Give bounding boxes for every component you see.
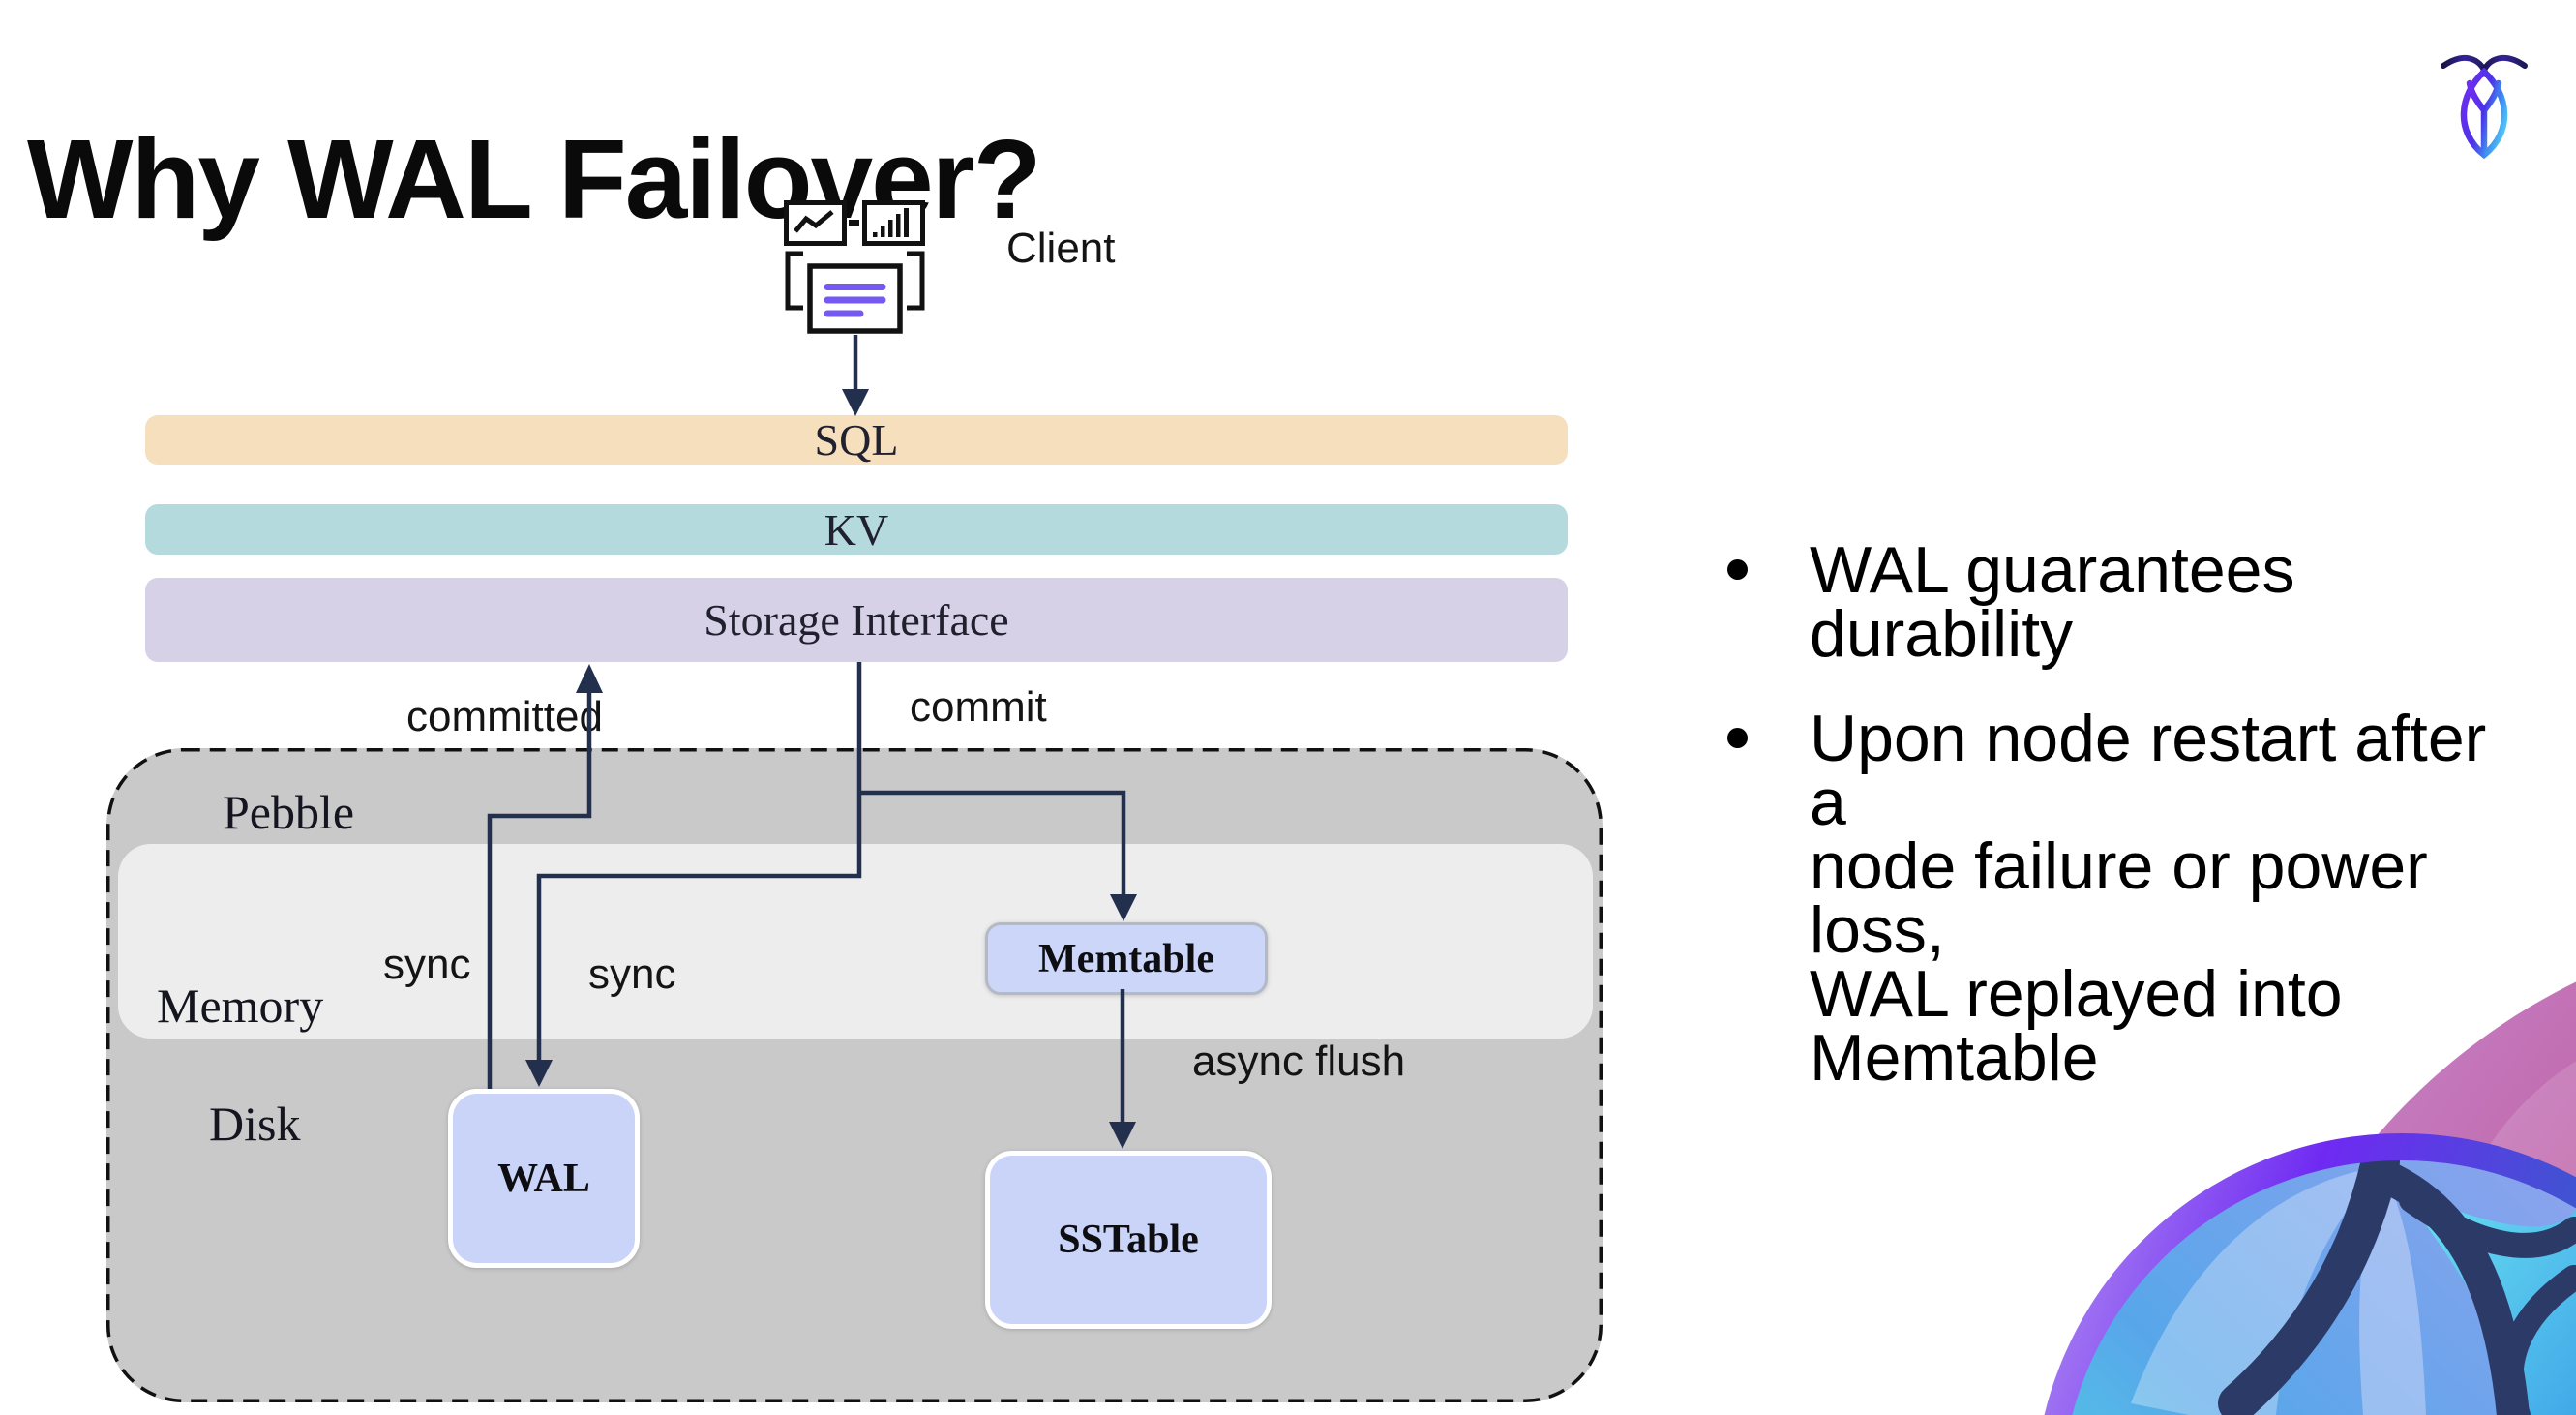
pebble-label: Pebble [223,785,355,839]
memory-label: Memory [157,978,324,1033]
layer-kv: KV [145,504,1568,555]
edge-label-commit: commit [910,683,1047,731]
decorative-brand-graphic [2044,981,2576,1415]
edge-label-sync-right: sync [588,950,676,998]
layer-storage-label: Storage Interface [704,595,1009,645]
arrowhead-up-storage [576,664,603,693]
list-item: WAL guarantees durability [1684,533,2535,671]
wal-node: WAL [448,1089,640,1268]
memtable-label: Memtable [1038,936,1214,981]
memtable-node: Memtable [985,922,1268,995]
layer-sql: SQL [145,415,1568,465]
bullet-dot [1727,728,1748,748]
bullet-text: Upon node restart after a node failure o… [1810,702,2487,1095]
cockroachdb-logo-icon [2441,54,2528,159]
list-item: Upon node restart after a node failure o… [1684,702,2535,1095]
memory-region [118,844,1593,1039]
edge-label-async-flush: async flush [1192,1038,1406,1085]
edge-label-committed: committed [406,693,603,740]
bullet-text: WAL guarantees durability [1810,533,2295,671]
bullet-list: WAL guarantees durability Upon node rest… [1684,533,2535,1130]
layer-storage-interface: Storage Interface [145,578,1568,662]
bullet-dot [1727,559,1748,580]
edge-label-sync-left: sync [383,941,471,988]
wal-label: WAL [497,1156,590,1201]
disk-label: Disk [209,1097,301,1151]
client-label: Client [1006,225,1116,272]
layer-kv-label: KV [824,504,889,555]
layer-sql-label: SQL [814,415,899,465]
sstable-label: SSTable [1058,1218,1199,1262]
client-apps-icon [784,200,925,334]
sstable-node: SSTable [985,1151,1272,1329]
arrowhead-down-sql [842,389,869,416]
